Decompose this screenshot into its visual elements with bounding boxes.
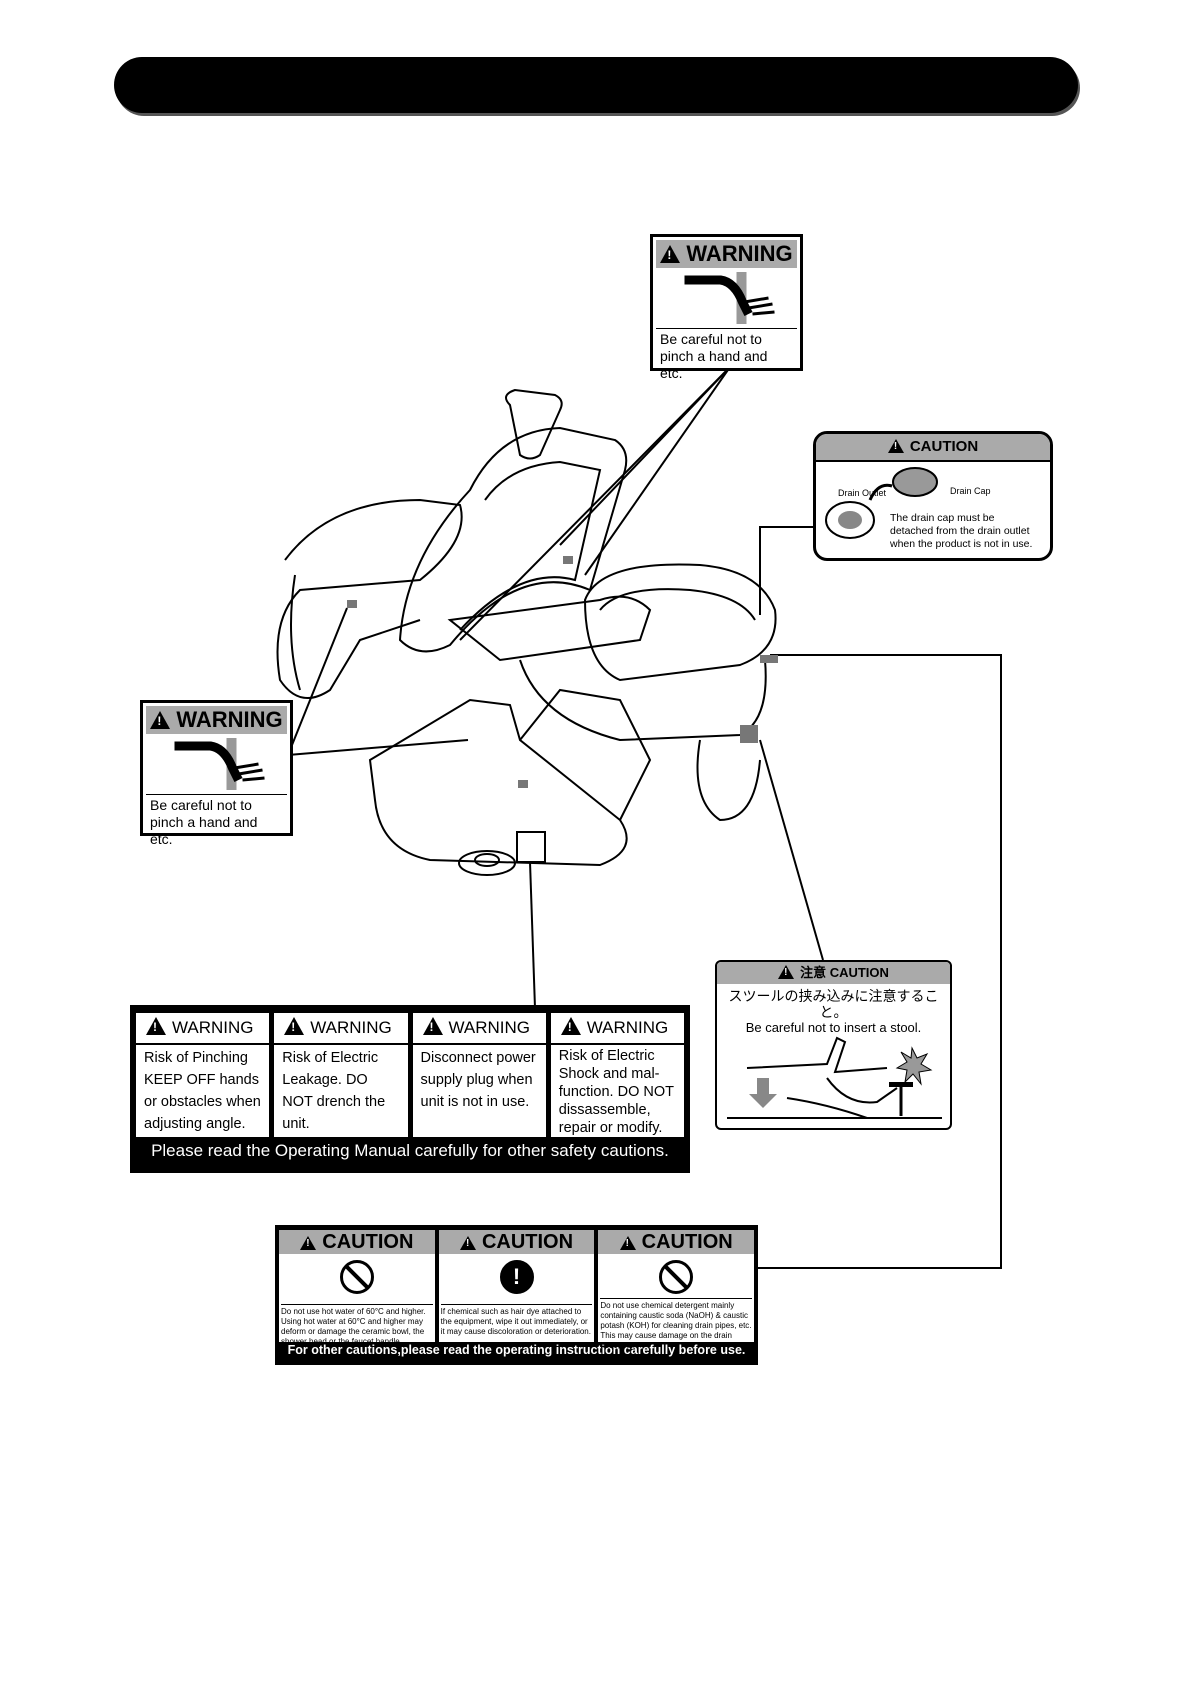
leader-line — [759, 739, 824, 961]
warning-cell: WARNING Risk of Electric Leakage. DO NOT… — [274, 1013, 408, 1137]
header-bar — [114, 57, 1078, 113]
warning-cell: WARNING Disconnect power supply plug whe… — [412, 1013, 546, 1137]
caution-text-en: Be careful not to insert a stool. — [745, 1020, 922, 1035]
warning-triangle-icon — [284, 1017, 305, 1035]
caution-text-jp: スツールの挟み込みに注意すること。 — [728, 988, 939, 1020]
warning-triangle-icon — [422, 1017, 443, 1035]
drain-cap-label: Drain Cap — [950, 486, 991, 496]
warning-heading: WARNING — [146, 706, 287, 734]
warning-heading: WARNING — [550, 1013, 684, 1045]
leader-line — [287, 607, 348, 756]
warning-label-left: WARNING Be careful not to pinch a hand a… — [140, 700, 293, 847]
warning-triangle-icon — [887, 439, 904, 453]
warning-heading: WARNING — [136, 1013, 270, 1045]
warning-text: Risk of Electric Shock and mal-function.… — [558, 1048, 674, 1136]
warning-triangle-icon — [660, 245, 681, 263]
caution-panel: CAUTION Do not use hot water of 60°C and… — [275, 1225, 758, 1365]
leader-line — [459, 366, 731, 641]
caution-cell: CAUTION Do not use hot water of 60°C and… — [279, 1230, 435, 1346]
caution-heading: CAUTION — [438, 1230, 595, 1254]
leader-line — [756, 654, 1002, 1269]
warning-cell: WARNING Risk of Electric Shock and mal-f… — [550, 1013, 684, 1137]
leader-line — [759, 526, 815, 615]
drain-outlet-label: Drain Outlet — [838, 488, 887, 498]
pinch-hazard-icon — [656, 268, 797, 329]
warning-triangle-icon — [619, 1236, 636, 1250]
warning-triangle-icon — [150, 711, 171, 729]
warning-text: Be careful not to pinch a hand and etc. — [150, 797, 258, 847]
warning-text: Risk of Electric Leakage. DO NOT drench … — [282, 1050, 386, 1132]
caution-panel-footer: For other cautions,please read the opera… — [287, 1343, 746, 1357]
warning-triangle-icon — [146, 1017, 166, 1035]
warning-triangle-icon — [560, 1017, 581, 1035]
warning-panel-footer: Please read the Operating Manual careful… — [151, 1141, 669, 1160]
warning-cell: WARNING Risk of Pinching KEEP OFF hands … — [136, 1013, 270, 1137]
warning-label-top: WARNING Be careful not to pinch a hand a… — [650, 234, 803, 381]
caution-cell: CAUTION If chemical such as hair dye att… — [438, 1230, 595, 1342]
caution-heading: CAUTION — [598, 1230, 755, 1254]
drain-caution-label: CAUTION Drain Outlet Drain Cap The drain… — [813, 431, 1053, 561]
caution-heading: 注意 CAUTION — [717, 962, 950, 984]
caution-text: Do not use hot water of 60°C and higher.… — [281, 1304, 433, 1347]
warning-text: Disconnect power supply plug when unit i… — [420, 1050, 536, 1110]
leader-line — [529, 861, 536, 1009]
stool-hazard-illustration — [727, 1036, 942, 1119]
pinch-hazard-icon — [146, 734, 287, 795]
exclamation-icon — [499, 1260, 534, 1294]
warning-heading: WARNING — [412, 1013, 546, 1045]
caution-text: If chemical such as hair dye attached to… — [440, 1304, 593, 1337]
warning-triangle-icon — [778, 965, 795, 979]
caution-text: Do not use chemical detergent mainly con… — [600, 1298, 753, 1351]
warning-text: Be careful not to pinch a hand and etc. — [660, 331, 768, 381]
warning-heading: WARNING — [274, 1013, 408, 1045]
warning-triangle-icon — [300, 1236, 317, 1250]
stool-caution-label: 注意 CAUTION スツールの挟み込みに注意すること。 Be careful … — [715, 960, 952, 1130]
caution-heading: CAUTION — [816, 434, 1050, 462]
drain-cap-illustration — [825, 467, 938, 539]
warning-panel: WARNING Risk of Pinching KEEP OFF hands … — [130, 1005, 690, 1173]
warning-triangle-icon — [459, 1236, 476, 1250]
prohibition-icon — [339, 1260, 374, 1294]
caution-heading: CAUTION — [279, 1230, 435, 1254]
warning-text: Risk of Pinching KEEP OFF hands or obsta… — [144, 1050, 261, 1132]
leader-line — [287, 739, 469, 756]
warning-heading: WARNING — [656, 240, 797, 268]
leader-line — [584, 366, 731, 576]
caution-cell: CAUTION Do not use chemical detergent ma… — [598, 1230, 755, 1350]
prohibition-icon — [659, 1260, 694, 1294]
caution-text: The drain cap must be detached from the … — [890, 512, 1033, 550]
